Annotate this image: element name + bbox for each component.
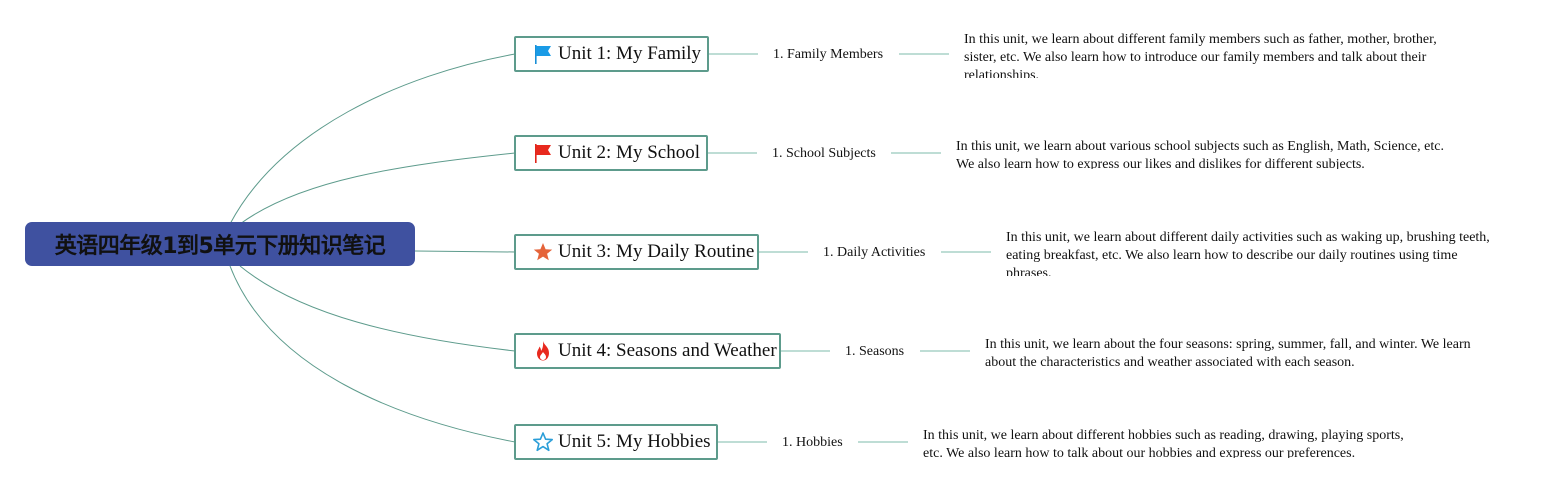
- unit-node-5[interactable]: Unit 5: My Hobbies: [514, 424, 718, 460]
- description-node-2[interactable]: In this unit, we learn about various sch…: [956, 139, 1444, 169]
- topic-node-4[interactable]: 1. Seasons: [845, 344, 905, 359]
- connector-root-unit-2: [239, 152, 516, 225]
- red-flag-icon: [532, 142, 554, 164]
- root-title: 英语四年级1到5单元下册知识笔记: [54, 234, 386, 259]
- connector-root-unit-3: [414, 250, 516, 253]
- orange-star-icon: [532, 241, 554, 263]
- connector-root-unit-1: [229, 53, 516, 225]
- root-node[interactable]: 英语四年级1到5单元下册知识笔记: [25, 222, 415, 266]
- blue-flag-icon: [532, 43, 554, 65]
- topic-node-3[interactable]: 1. Daily Activities: [823, 245, 926, 260]
- description-node-4[interactable]: In this unit, we learn about the four se…: [985, 337, 1471, 370]
- description-node-1[interactable]: In this unit, we learn about different f…: [964, 32, 1437, 78]
- unit-title: Unit 1: My Family: [558, 43, 702, 64]
- outline-star-icon: [532, 431, 554, 453]
- description-node-5[interactable]: In this unit, we learn about different h…: [923, 428, 1404, 458]
- unit-title: Unit 4: Seasons and Weather: [558, 340, 777, 361]
- topic-node-5[interactable]: 1. Hobbies: [782, 435, 843, 450]
- connector-root-unit-4: [239, 265, 516, 352]
- description-node-3[interactable]: In this unit, we learn about different d…: [1006, 230, 1490, 276]
- unit-title: Unit 3: My Daily Routine: [558, 241, 755, 262]
- unit-title: Unit 5: My Hobbies: [558, 431, 711, 452]
- topic-node-1[interactable]: 1. Family Members: [773, 47, 884, 62]
- connector-root-unit-5: [229, 265, 516, 443]
- fire-icon: [532, 340, 554, 362]
- topic-node-2[interactable]: 1. School Subjects: [772, 146, 876, 161]
- unit-node-3[interactable]: Unit 3: My Daily Routine: [514, 234, 759, 270]
- unit-node-2[interactable]: Unit 2: My School: [514, 135, 708, 171]
- unit-node-1[interactable]: Unit 1: My Family: [514, 36, 709, 72]
- unit-node-4[interactable]: Unit 4: Seasons and Weather: [514, 333, 781, 369]
- unit-title: Unit 2: My School: [558, 142, 700, 163]
